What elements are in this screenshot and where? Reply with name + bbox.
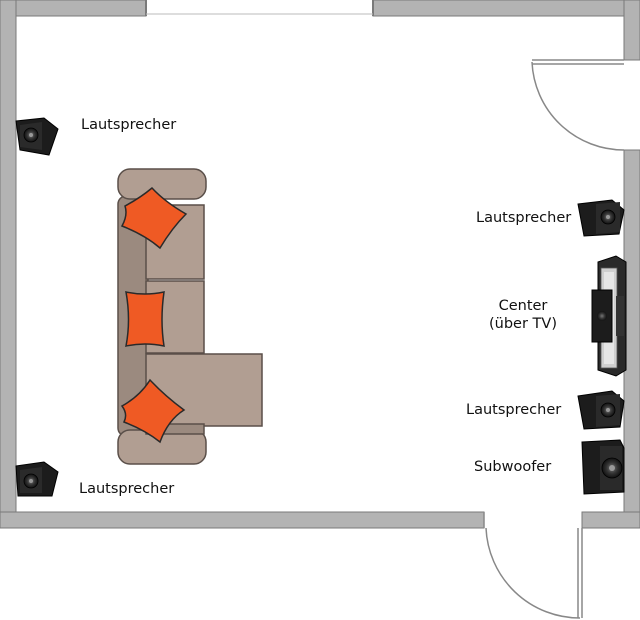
label-speaker-right-upper: Lautsprecher (476, 210, 572, 226)
walls (0, 0, 640, 529)
wall-top-left (0, 0, 147, 17)
wall-left (0, 0, 17, 529)
speaker-right-lower (577, 390, 625, 430)
pillows (120, 186, 188, 444)
window (145, 0, 374, 16)
speaker-right-upper (577, 199, 625, 237)
wall-bottom-right (581, 511, 640, 529)
label-subwoofer: Subwoofer (474, 459, 552, 475)
speaker-bottom-left (15, 461, 59, 497)
label-speaker-bottom-left: Lautsprecher (79, 481, 175, 497)
subwoofer (581, 439, 625, 495)
wall-bottom-left (0, 511, 485, 529)
door-right (531, 59, 625, 151)
tv (591, 255, 627, 377)
label-center: Center (über TV) (486, 297, 560, 333)
wall-top-right (372, 0, 640, 17)
label-center-line2: (über TV) (489, 316, 557, 332)
door-bottom (483, 512, 583, 619)
pillow-middle (125, 291, 165, 347)
label-speaker-top-left: Lautsprecher (81, 117, 177, 133)
label-speaker-right-lower: Lautsprecher (466, 402, 562, 418)
pillow-top (120, 186, 188, 250)
speaker-top-left (15, 117, 59, 156)
wall-right-upper (623, 0, 640, 61)
sofa-arm-top (117, 168, 207, 200)
label-center-line1: Center (498, 298, 548, 314)
pillow-bottom (120, 378, 186, 444)
